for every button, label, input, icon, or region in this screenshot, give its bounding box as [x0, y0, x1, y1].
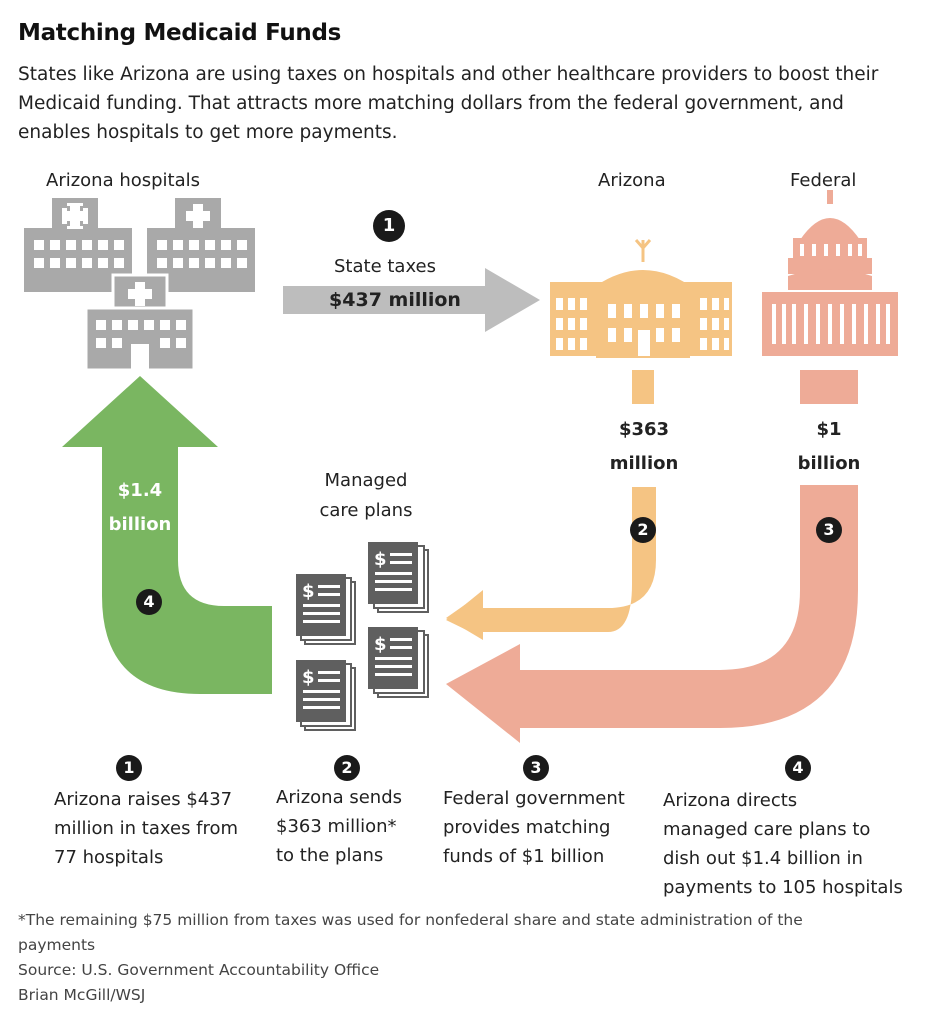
step-3-line: Federal government [443, 788, 625, 809]
federal-funding-arrow [446, 370, 858, 743]
flow-2-amount: $363 million [594, 413, 694, 481]
flow-1-label: State taxes [334, 256, 437, 277]
federal-label: Federal [790, 170, 857, 191]
svg-text:$: $ [374, 634, 387, 655]
page-title: Matching Medicaid Funds [18, 20, 342, 46]
svg-text:$: $ [302, 667, 315, 688]
federal-capitol-icon [762, 190, 898, 356]
step-4-badge: 4 [785, 755, 811, 781]
flow-4-badge: 4 [136, 589, 162, 615]
arizona-label: Arizona [598, 170, 666, 191]
flow-2-amount-line1: $363 [618, 419, 670, 440]
footnote-line1: *The remaining $75 million from taxes wa… [18, 911, 803, 929]
step-2-line: $363 million* [276, 816, 397, 837]
flow-1-badge: 1 [373, 210, 405, 242]
care-plan-documents-icon: $ $ $ $ [296, 542, 429, 731]
step-4-line: dish out $1.4 billion in [663, 848, 863, 869]
svg-text:$: $ [374, 549, 387, 570]
source-text: Source: U.S. Government Accountability O… [18, 961, 380, 979]
flow-2-badge: 2 [630, 517, 656, 543]
step-1-line: Arizona raises $437 [54, 789, 233, 810]
footnote-line2: payments [18, 936, 96, 954]
step-4-text: Arizona directs managed care plans to di… [663, 786, 928, 902]
arizona-funding-arrow [446, 370, 656, 640]
flow-1-amount: $437 million [329, 289, 461, 311]
step-4-line: managed care plans to [663, 819, 871, 840]
flow-2-amount-line2: million [609, 453, 679, 474]
step-4-line: payments to 105 hospitals [663, 877, 903, 898]
credit-text: Brian McGill/WSJ [18, 986, 146, 1004]
footer: *The remaining $75 million from taxes wa… [18, 908, 923, 1008]
hospitals-icon [24, 198, 255, 372]
step-1-line: million in taxes from [54, 818, 239, 839]
flow-3-amount: $1 billion [779, 413, 879, 481]
care-plans-label: Managed care plans [306, 466, 426, 526]
flow-4-amount: $1.4 billion [90, 474, 190, 542]
step-1-badge: 1 [116, 755, 142, 781]
step-1-text: Arizona raises $437 million in taxes fro… [54, 785, 238, 872]
step-4-line: Arizona directs [663, 790, 798, 811]
step-1-line: 77 hospitals [54, 847, 164, 868]
step-2-line: Arizona sends [276, 787, 402, 808]
flow-3-amount-line2: billion [797, 453, 861, 474]
page-subtitle: States like Arizona are using taxes on h… [18, 64, 879, 143]
step-3-badge: 3 [523, 755, 549, 781]
flow-4-amount-line2: billion [108, 514, 172, 535]
hospitals-label: Arizona hospitals [46, 170, 201, 191]
arizona-capitol-icon [550, 239, 732, 358]
step-3-text: Federal government provides matching fun… [443, 784, 625, 871]
step-2-text: Arizona sends $363 million* to the plans [276, 783, 402, 870]
step-2-badge: 2 [334, 755, 360, 781]
step-3-line: funds of $1 billion [443, 846, 605, 867]
tax-arrow [283, 268, 540, 332]
flow-4-amount-line1: $1.4 [117, 480, 163, 501]
flow-3-amount-line1: $1 [816, 419, 842, 440]
svg-text:$: $ [302, 581, 315, 602]
care-plans-label-line2: care plans [319, 500, 413, 521]
payment-arrow [62, 376, 272, 694]
care-plans-label-line1: Managed [324, 470, 408, 491]
step-3-line: provides matching [443, 817, 611, 838]
step-2-line: to the plans [276, 845, 384, 866]
flow-3-badge: 3 [816, 517, 842, 543]
